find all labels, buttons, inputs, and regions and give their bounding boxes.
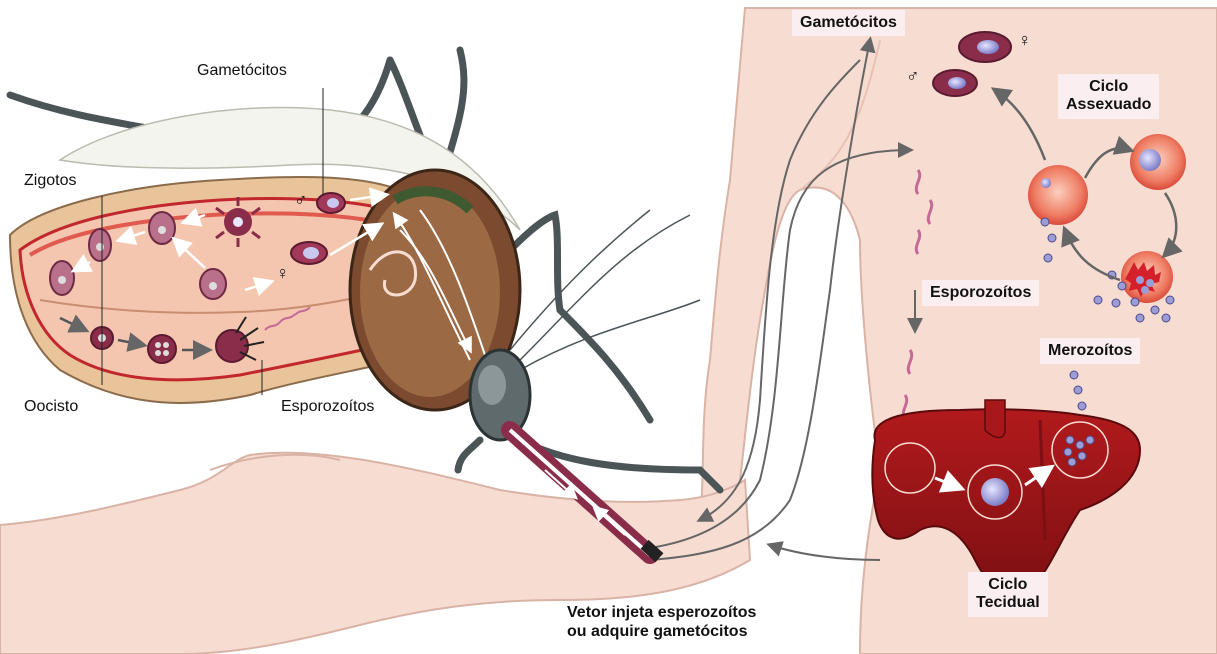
merozoites-label: Merozoítos	[1040, 338, 1140, 364]
human-gametocytes-label: Gametócitos	[792, 10, 905, 36]
mosquito-sporozoites-label: Esporozoítos	[281, 398, 374, 416]
male-symbol: ♂	[294, 190, 308, 211]
mosquito-gametocytes-label: Gametócitos	[197, 62, 287, 80]
mosquito-head	[470, 350, 530, 440]
human-female-symbol: ♀	[1018, 30, 1032, 51]
zygote-cell	[89, 229, 111, 261]
caption-label: Vetor injeta esperozoítos ou adquire gam…	[567, 603, 756, 641]
human-female-gametocyte	[959, 32, 1011, 62]
female-symbol: ♀	[276, 263, 290, 284]
female-gametocyte-cell	[291, 242, 327, 264]
human-male-gametocyte	[933, 70, 977, 96]
human-male-symbol: ♂	[906, 66, 920, 87]
oocyst-cell	[148, 335, 176, 363]
infected-rbc-trophozoite	[1130, 134, 1186, 190]
mosquito-antennae	[510, 210, 700, 370]
tissue-cycle-label: Ciclo Tecidual	[968, 572, 1048, 617]
infected-rbc-ring	[1028, 165, 1088, 225]
zygote-cell	[149, 212, 175, 244]
male-gametocyte-cell	[317, 193, 345, 213]
zygote-cell	[200, 269, 226, 299]
zygotes-label: Zigotos	[24, 172, 76, 190]
asexual-cycle-label: Ciclo Assexuado	[1058, 74, 1159, 119]
infected-rbc-schizont	[1121, 251, 1173, 303]
oocyst-label: Oocisto	[24, 398, 78, 416]
zygote-cell	[50, 261, 74, 295]
human-sporozoites-label: Esporozoítos	[922, 280, 1039, 306]
